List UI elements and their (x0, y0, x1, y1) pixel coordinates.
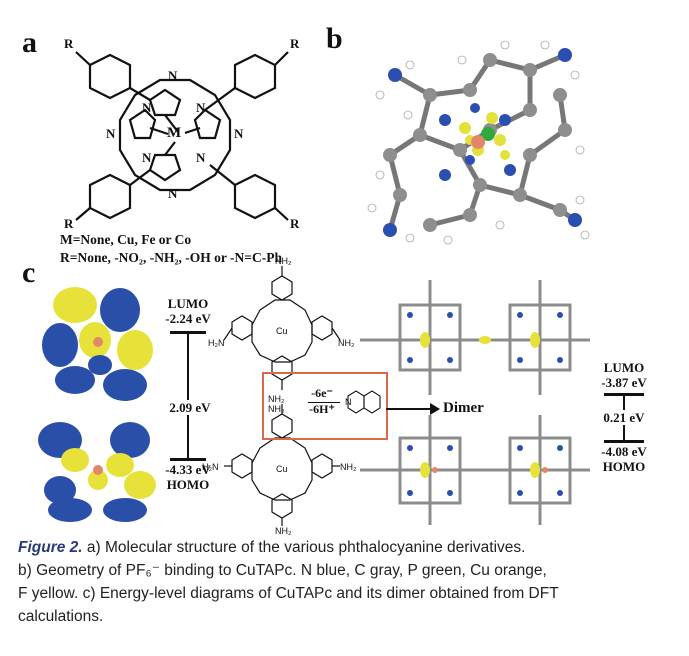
bottom-nh2-right: NH₂ (340, 462, 357, 472)
bottom-nh2-bottom: NH₂ (275, 526, 292, 536)
caption-line-2: b) Geometry of PF₆⁻ binding to CuTAPc. N… (18, 562, 547, 579)
r-label-top-right: R (290, 36, 300, 51)
panel-label-c: c (22, 256, 36, 289)
reaction-protons: -6H⁺ (309, 402, 335, 416)
left-lumo-value: -2.24 eV (165, 311, 211, 326)
top-nh2-top: NH₂ (275, 256, 292, 266)
caption-line-1-text: a) Molecular structure of the various ph… (82, 539, 526, 556)
top-nh2-right: NH₂ (338, 338, 355, 348)
n-label-inner-bottom: N (196, 150, 206, 165)
reaction-electrons: -6e⁻ (311, 386, 333, 400)
right-lumo-level (604, 393, 644, 396)
left-homo-level (170, 458, 206, 461)
panel-label-a: a (22, 26, 37, 59)
metal-label: M (167, 125, 182, 141)
dimer-label: Dimer (443, 400, 484, 416)
n-label-inner-left: N (142, 150, 152, 165)
top-cu: Cu (276, 326, 288, 336)
r-label-bottom-right: R (290, 216, 300, 231)
figure-label: Figure 2. (18, 539, 83, 556)
left-homo-value: -4.33 eV (165, 462, 211, 477)
n-label-inner-top: N (142, 100, 152, 115)
right-homo-label: HOMO (602, 459, 646, 474)
n-label-right: N (234, 126, 244, 141)
top-h2n-left: H₂N (208, 338, 225, 348)
figure-caption: Figure 2. a) Molecular structure of the … (18, 536, 678, 628)
right-homo-level (604, 440, 644, 443)
right-lumo-value: -3.87 eV (601, 375, 647, 390)
dimer-arrow-head (430, 403, 440, 415)
right-gap-value: 0.21 eV (596, 410, 652, 425)
dimer-arrow-line (386, 408, 432, 410)
bottom-h2n-left: H₂N (202, 462, 219, 472)
n-label-left: N (106, 126, 116, 141)
right-homo-value: -4.08 eV (601, 444, 647, 459)
caption-line-4: calculations. (18, 608, 104, 625)
left-gap-arrow (187, 334, 189, 458)
right-lumo-label: LUMO (603, 360, 645, 375)
caption-line-3: F yellow. c) Energy-level diagrams of Cu… (18, 585, 559, 602)
n-label-inner-right: N (196, 100, 206, 115)
left-lumo-level (170, 331, 206, 334)
panel-label-b: b (326, 22, 343, 55)
r-label-top-left: R (64, 36, 74, 51)
left-homo-label: HOMO (166, 477, 210, 492)
box-nh2-bottom: NH₂ (268, 404, 285, 414)
r-label-bottom-left: R (64, 216, 74, 231)
n-label-bottom: N (168, 186, 178, 201)
legend-substituent: R=None, -NO₂, -NH₂, -OH or -N=C-Ph (60, 250, 282, 265)
reaction-inner-arrow (308, 402, 340, 403)
legend-metal: M=None, Cu, Fe or Co (60, 232, 192, 247)
n-label-top: N (168, 68, 178, 83)
reaction-highlight-box (262, 372, 388, 440)
left-gap-value: 2.09 eV (162, 400, 218, 415)
bottom-cu: Cu (276, 464, 288, 474)
phenazine-n: N (345, 397, 352, 407)
caption-line-1: Figure 2. a) Molecular structure of the … (18, 536, 678, 559)
left-lumo-label: LUMO (167, 296, 209, 311)
box-nh2-top: NH₂ (268, 394, 285, 404)
